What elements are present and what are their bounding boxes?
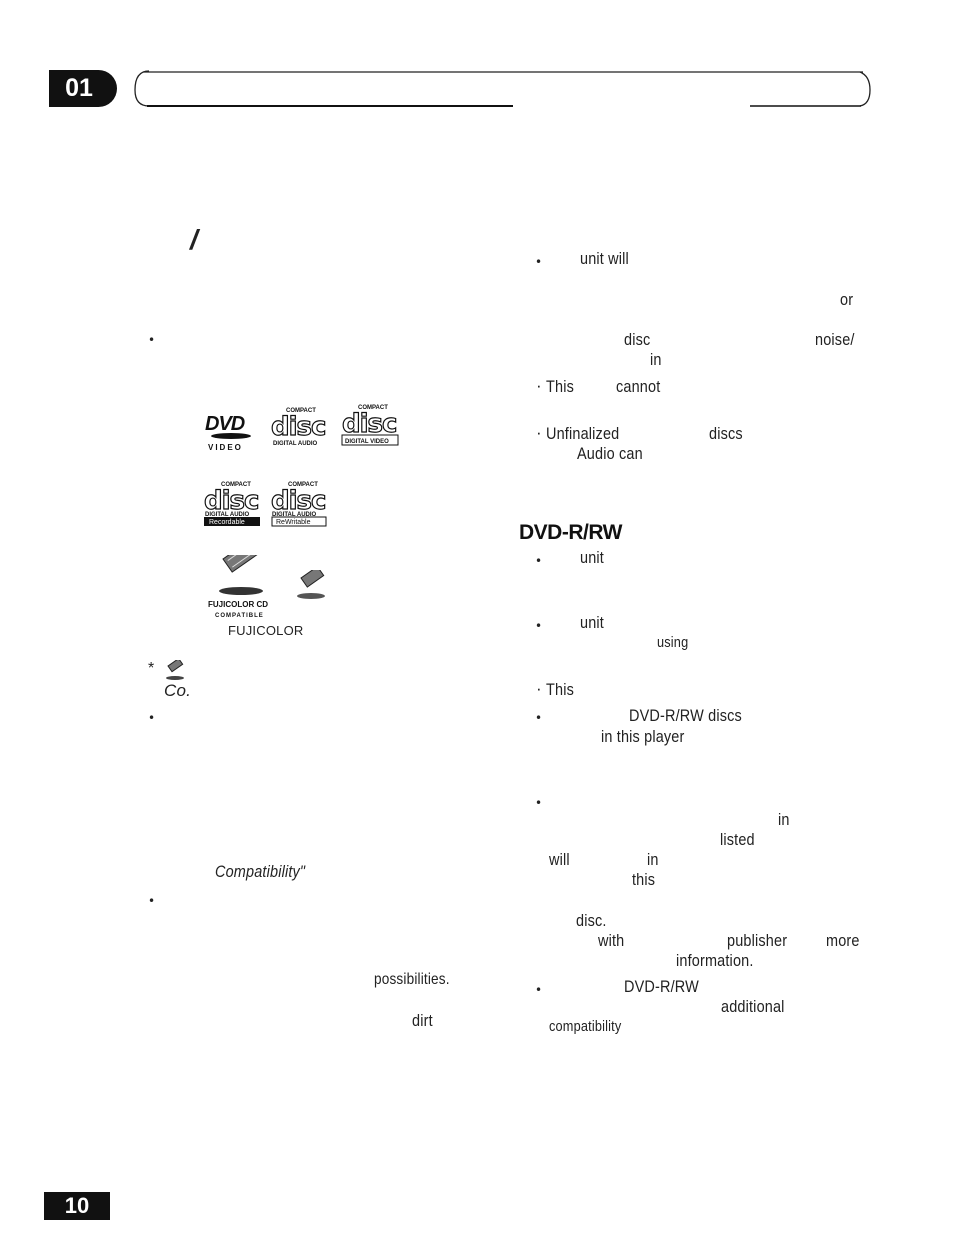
bullet: · <box>536 376 542 395</box>
possibilities-text: possibilities. <box>374 971 450 988</box>
fujicolor-caption: FUJICOLOR <box>228 623 304 638</box>
compact-disc-digital-audio-logo: COMPACT disc DIGITAL AUDIO <box>270 408 327 447</box>
text-additional: additional <box>721 997 785 1016</box>
compact-disc-recordable-logo: COMPACT disc DIGITAL AUDIO Recordable <box>203 482 260 526</box>
text-dvd-rw-discs: DVD-R/RW discs <box>629 706 742 725</box>
text-discs: discs <box>709 424 743 443</box>
compact-disc-rewritable-logo: COMPACT disc DIGITAL AUDIO ReWritable <box>270 482 327 527</box>
text-dvd-rw: DVD-R/RW <box>624 977 699 996</box>
bullet: • <box>148 894 156 908</box>
text-unit: unit <box>580 548 604 567</box>
text-this: this <box>632 870 656 889</box>
chapter-badge: 01 <box>49 70 117 107</box>
svg-text:FUJICOLOR CD: FUJICOLOR CD <box>208 600 268 609</box>
bullet: • <box>535 796 543 810</box>
text-in: in <box>778 810 790 829</box>
fujicolor-cd-logo: FUJICOLOR CD COMPATIBLE <box>208 555 268 619</box>
text-publisher: publisher <box>727 931 788 950</box>
text-disc: disc. <box>576 911 607 930</box>
bullet: • <box>535 255 543 269</box>
slash-mark: / <box>190 224 198 255</box>
compatibility-quote: Compatibility" <box>215 862 306 881</box>
text-or: or <box>840 290 854 309</box>
svg-text:Recordable: Recordable <box>209 519 245 526</box>
text-this: This <box>546 680 574 699</box>
bullet: • <box>535 619 543 633</box>
text-audio-can: Audio can <box>577 444 643 463</box>
text-in: in <box>650 350 662 369</box>
compact-disc-digital-video-logo: COMPACT disc DIGITAL VIDEO <box>341 405 399 446</box>
text-in: in <box>647 850 659 869</box>
text-with: with <box>598 931 625 950</box>
footnote-asterisk: * <box>148 660 155 677</box>
header-bracket-line <box>134 70 871 107</box>
svg-text:ReWritable: ReWritable <box>276 519 311 526</box>
bullet: · <box>536 423 542 442</box>
text-using: using <box>657 634 689 651</box>
text-will: will <box>549 850 570 869</box>
section-heading-dvd-r-rw: DVD-R/RW <box>519 521 622 544</box>
svg-text:DVD: DVD <box>205 413 245 435</box>
text-cannot: cannot <box>616 377 661 396</box>
bullet: • <box>148 333 156 347</box>
svg-text:DIGITAL AUDIO: DIGITAL AUDIO <box>205 512 250 518</box>
text-unit: unit <box>580 613 604 632</box>
svg-text:disc: disc <box>204 486 258 516</box>
text-unit-will: unit will <box>580 249 629 268</box>
dvd-video-logo: DVD VIDEO <box>205 413 251 452</box>
text-disc: disc <box>624 330 651 349</box>
footnote-co: Co. <box>164 681 192 700</box>
svg-text:COMPACT: COMPACT <box>221 482 251 488</box>
text-in-this-player: in this player <box>601 727 685 746</box>
text-information: information. <box>676 951 754 970</box>
fujicolor-small-logo-icon <box>297 570 325 599</box>
text-listed: listed <box>720 830 755 849</box>
bullet: · <box>536 679 542 698</box>
svg-text:disc: disc <box>271 486 325 516</box>
page-number: 10 <box>44 1192 110 1220</box>
svg-text:DIGITAL VIDEO: DIGITAL VIDEO <box>345 439 389 445</box>
text-this: This <box>546 377 574 396</box>
fujicolor-footnote-icon <box>166 660 184 680</box>
svg-text:COMPACT: COMPACT <box>288 482 318 488</box>
bullet: • <box>535 711 543 725</box>
bullet: • <box>535 983 543 997</box>
svg-text:DIGITAL AUDIO: DIGITAL AUDIO <box>273 441 318 447</box>
svg-text:COMPACT: COMPACT <box>358 405 388 411</box>
text-more: more <box>826 931 860 950</box>
text-unfinalized: Unfinalized <box>546 424 620 443</box>
bullet: • <box>148 711 156 725</box>
text-compatibility: compatibility <box>549 1018 622 1035</box>
text-noise: noise/ <box>815 330 855 349</box>
svg-text:VIDEO: VIDEO <box>208 443 243 452</box>
svg-text:disc: disc <box>271 412 325 442</box>
svg-text:DIGITAL AUDIO: DIGITAL AUDIO <box>272 512 317 518</box>
svg-text:COMPACT: COMPACT <box>286 408 316 414</box>
bullet: • <box>535 554 543 568</box>
dirt-text: dirt <box>412 1011 433 1030</box>
svg-text:disc: disc <box>342 409 396 439</box>
svg-text:COMPATIBLE: COMPATIBLE <box>215 613 264 619</box>
